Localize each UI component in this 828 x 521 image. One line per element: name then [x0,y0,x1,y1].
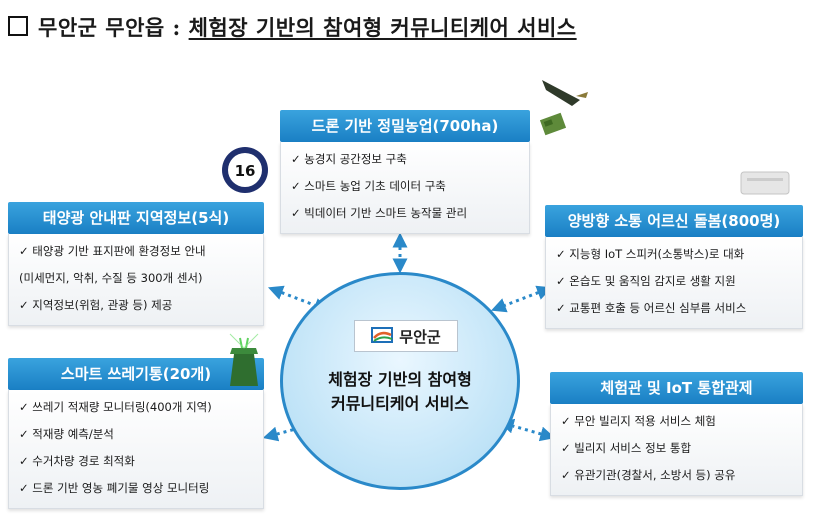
checkbox-square-icon [8,16,28,36]
card-title: 체험관 및 IoT 통합관제 [550,372,803,404]
card-body: 태양광 기반 표지판에 환경정보 안내 (미세먼지, 악취, 수질 등 300개… [8,234,264,326]
list-item: 쓰레기 적재량 모니터링(400개 지역) [19,394,255,421]
center-line-2: 커뮤니티케어 서비스 [330,394,470,413]
list-item: 지역정보(위험, 관광 등) 제공 [19,292,255,319]
card-senior-care: 양방향 소통 어르신 돌봄(800명) 지능형 IoT 스피커(소통박스)로 대… [545,205,803,329]
card-title: 스마트 쓰레기통(20개) [8,358,264,390]
speed-sign-number: 16 [235,162,256,180]
arrow-hall [498,418,556,442]
list-item: 무안 빌리지 적용 서비스 체험 [561,408,794,435]
speed-sign-icon: 16 [222,147,268,193]
center-line-1: 체험장 기반의 참여형 [328,370,472,389]
logo-icon [371,327,394,343]
arrow-solar [267,285,330,313]
arrow-senior [490,285,553,313]
center-caption: 체험장 기반의 참여형 커뮤니티케어 서비스 [290,368,510,416]
card-body: 쓰레기 적재량 모니터링(400개 지역) 적재량 예측/분석 수거차량 경로 … [8,390,264,509]
list-item: 드론 기반 영농 폐기물 영상 모니터링 [19,475,255,502]
card-title: 태양광 안내판 지역정보(5식) [8,202,264,234]
card-title: 드론 기반 정밀농업(700ha) [280,110,530,142]
list-item: 지능형 IoT 스피커(소통박스)로 대화 [556,241,794,268]
center-circle [280,272,520,490]
list-item: 스마트 농업 기초 데이터 구축 [291,173,521,200]
drone-icon [539,80,588,136]
card-drone-farming: 드론 기반 정밀농업(700ha) 농경지 공간정보 구축 스마트 농업 기초 … [280,110,530,234]
list-item: 온습도 및 움직임 감지로 생활 지원 [556,268,794,295]
card-body: 무안 빌리지 적용 서비스 체험 빌리지 서비스 정보 통합 유관기관(경찰서,… [550,404,803,496]
list-item: 수거차량 경로 최적화 [19,448,255,475]
list-item: 적재량 예측/분석 [19,421,255,448]
card-iot-control: 체험관 및 IoT 통합관제 무안 빌리지 적용 서비스 체험 빌리지 서비스 … [550,372,803,496]
card-title: 양방향 소통 어르신 돌봄(800명) [545,205,803,237]
logo-text: 무안군 [399,327,441,346]
page-heading: 무안군 무안읍 : 체험장 기반의 참여형 커뮤니티케어 서비스 [8,12,577,42]
list-item: 빌리지 서비스 정보 통합 [561,435,794,462]
list-item: 유관기관(경찰서, 소방서 등) 공유 [561,462,794,489]
card-body: 농경지 공간정보 구축 스마트 농업 기초 데이터 구축 빅데이터 기반 스마트… [280,142,530,234]
list-item: 농경지 공간정보 구축 [291,146,521,173]
heading-title: 체험장 기반의 참여형 커뮤니티케어 서비스 [188,15,577,40]
list-item: 빅데이터 기반 스마트 농작물 관리 [291,200,521,227]
heading-location: 무안군 무안읍 : [38,15,181,40]
list-item: 교통편 호출 등 어르신 심부름 서비스 [556,295,794,322]
smart-bin-icon [229,333,259,386]
card-smart-bin: 스마트 쓰레기통(20개) 쓰레기 적재량 모니터링(400개 지역) 적재량 … [8,358,264,509]
card-body: 지능형 IoT 스피커(소통박스)로 대화 온습도 및 움직임 감지로 생활 지… [545,237,803,329]
list-item: 태양광 기반 표지판에 환경정보 안내 [19,238,255,265]
card-solar-signboard: 태양광 안내판 지역정보(5식) 태양광 기반 표지판에 환경정보 안내 (미세… [8,202,264,326]
muan-logo: 무안군 [354,320,458,352]
speaker-icon [740,171,790,195]
list-item-continuation: (미세먼지, 악취, 수질 등 300개 센서) [19,271,203,285]
